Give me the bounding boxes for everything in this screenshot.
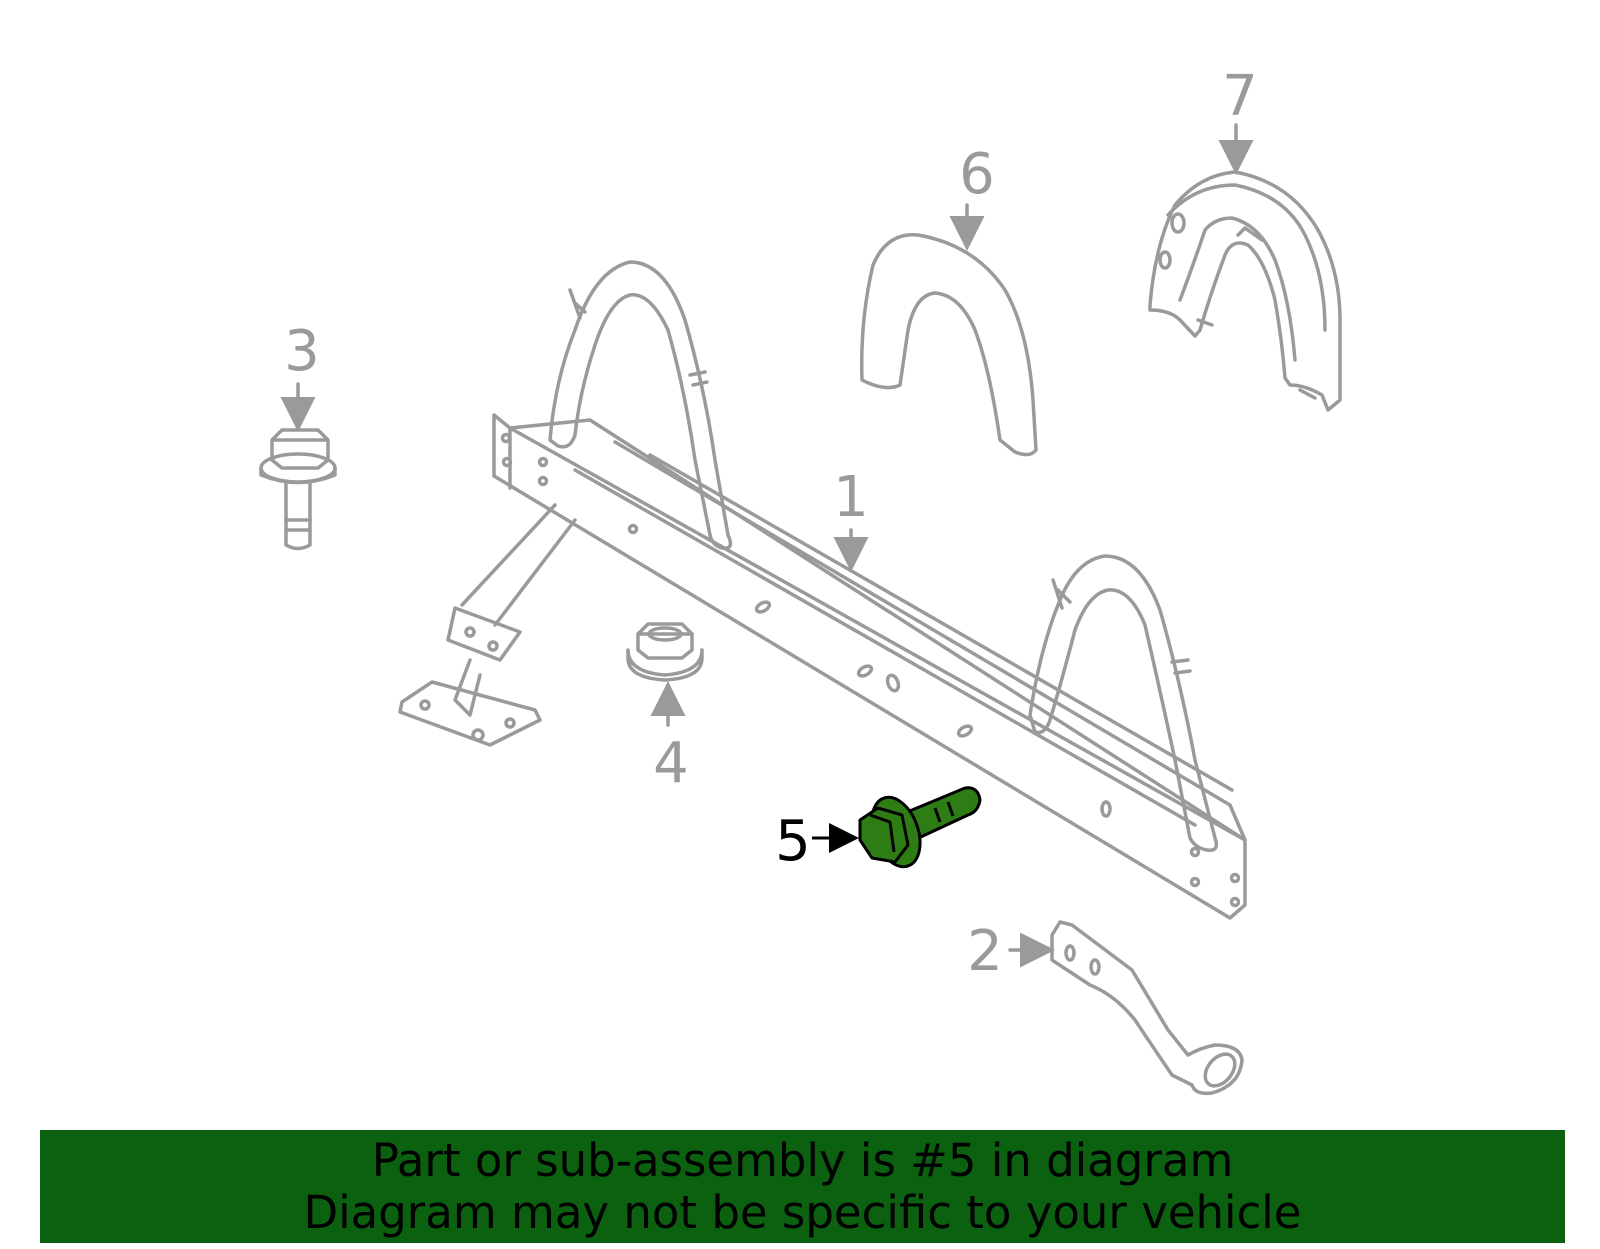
callout-1: 1	[833, 465, 869, 530]
callout-4: 4	[653, 731, 689, 796]
part-5-bolt-highlighted	[858, 786, 982, 869]
parts-diagram: 1 2 3 4 5 6 7	[259, 64, 1342, 1096]
part-2-bracket	[1050, 920, 1244, 1096]
banner-line-1: Part or sub-assembly is #5 in diagram	[371, 1133, 1234, 1187]
callout-7: 7	[1222, 64, 1258, 129]
callout-5: 5	[775, 809, 811, 874]
banner-line-2: Diagram may not be specific to your vehi…	[303, 1185, 1302, 1239]
part-6-trim-cover	[860, 233, 1038, 457]
part-4-nut	[626, 622, 704, 682]
callout-2: 2	[967, 919, 1003, 984]
info-banner: Part or sub-assembly is #5 in diagram Di…	[40, 1130, 1565, 1243]
part-7-rear-trim-panel	[1148, 170, 1342, 412]
callout-3: 3	[284, 319, 320, 384]
part-3-bolt	[259, 428, 337, 551]
callout-6: 6	[959, 142, 995, 207]
part-1-roll-bar-rail	[398, 260, 1247, 920]
leader-arrows	[280, 123, 1254, 968]
